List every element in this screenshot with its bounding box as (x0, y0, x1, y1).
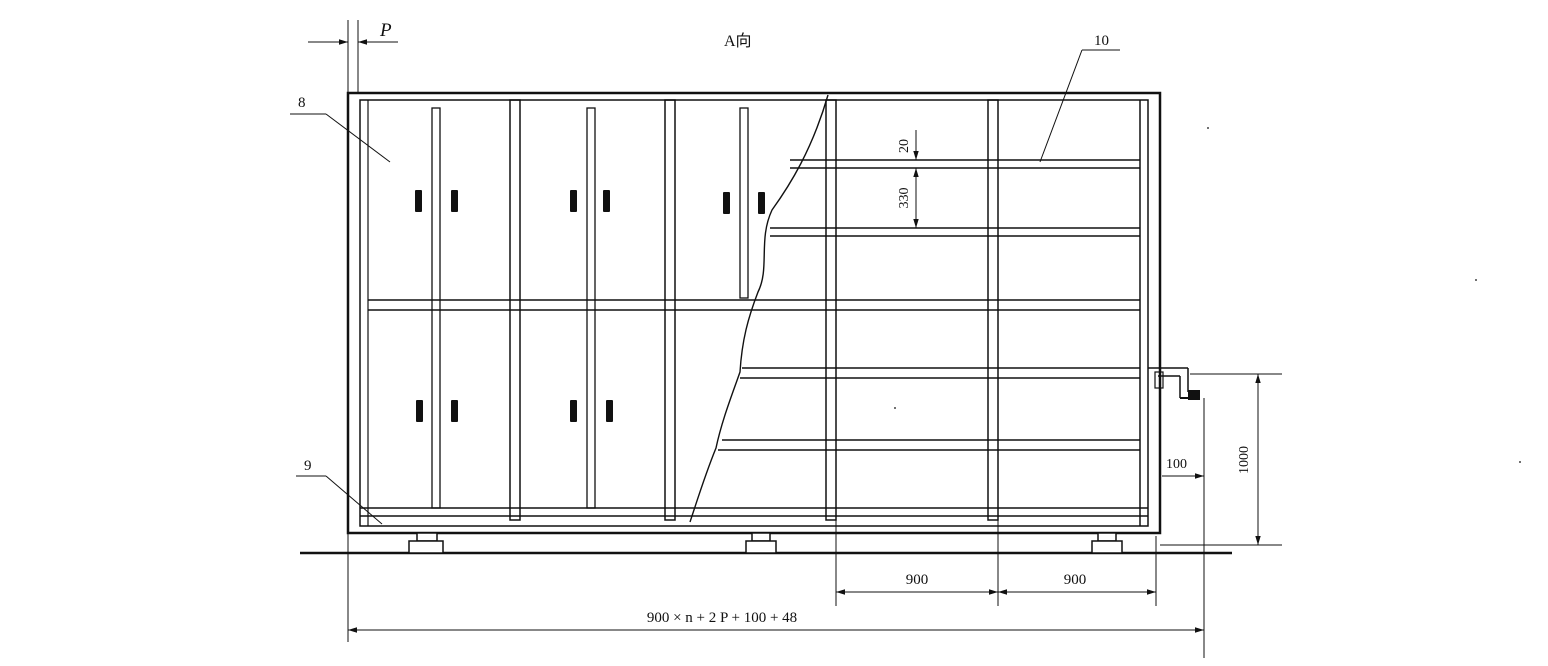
side-handle (1148, 367, 1200, 400)
shelves (718, 159, 1140, 451)
door-middle-rail (368, 299, 760, 311)
height-dimension (1160, 373, 1282, 546)
leader-lines (290, 49, 1120, 525)
cabinet-frame (346, 91, 1162, 535)
callout-shelf: 10 (1094, 33, 1109, 49)
specks (894, 127, 1521, 463)
break-line (689, 94, 829, 523)
pitch-label: P (379, 20, 392, 41)
handle-offset-label: 100 (1166, 457, 1187, 472)
bay-width-2-label: 900 (1064, 572, 1087, 588)
pitch-dimension (308, 20, 398, 93)
foot-left (408, 532, 444, 554)
foot-middle (745, 532, 777, 554)
callout-door: 8 (298, 95, 306, 111)
overall-length-label: 900 × n + 2 P + 100 + 48 (647, 610, 797, 626)
door-splits (431, 107, 749, 509)
bay-dimensions (835, 520, 1157, 606)
door-handles (415, 190, 765, 422)
handle-offset-dimension (1162, 398, 1205, 658)
feet (408, 532, 1123, 554)
bay-width-1-label: 900 (906, 572, 929, 588)
view-label: A向 (724, 32, 752, 50)
overall-length-dimension (347, 533, 1204, 642)
shelf-spacing-label: 330 (897, 188, 912, 209)
base-rail (360, 507, 1148, 517)
callout-base: 9 (304, 458, 312, 474)
foot-right (1091, 532, 1123, 554)
shelf-gap-label: 20 (897, 139, 912, 153)
handle-height-label: 1000 (1237, 446, 1252, 474)
